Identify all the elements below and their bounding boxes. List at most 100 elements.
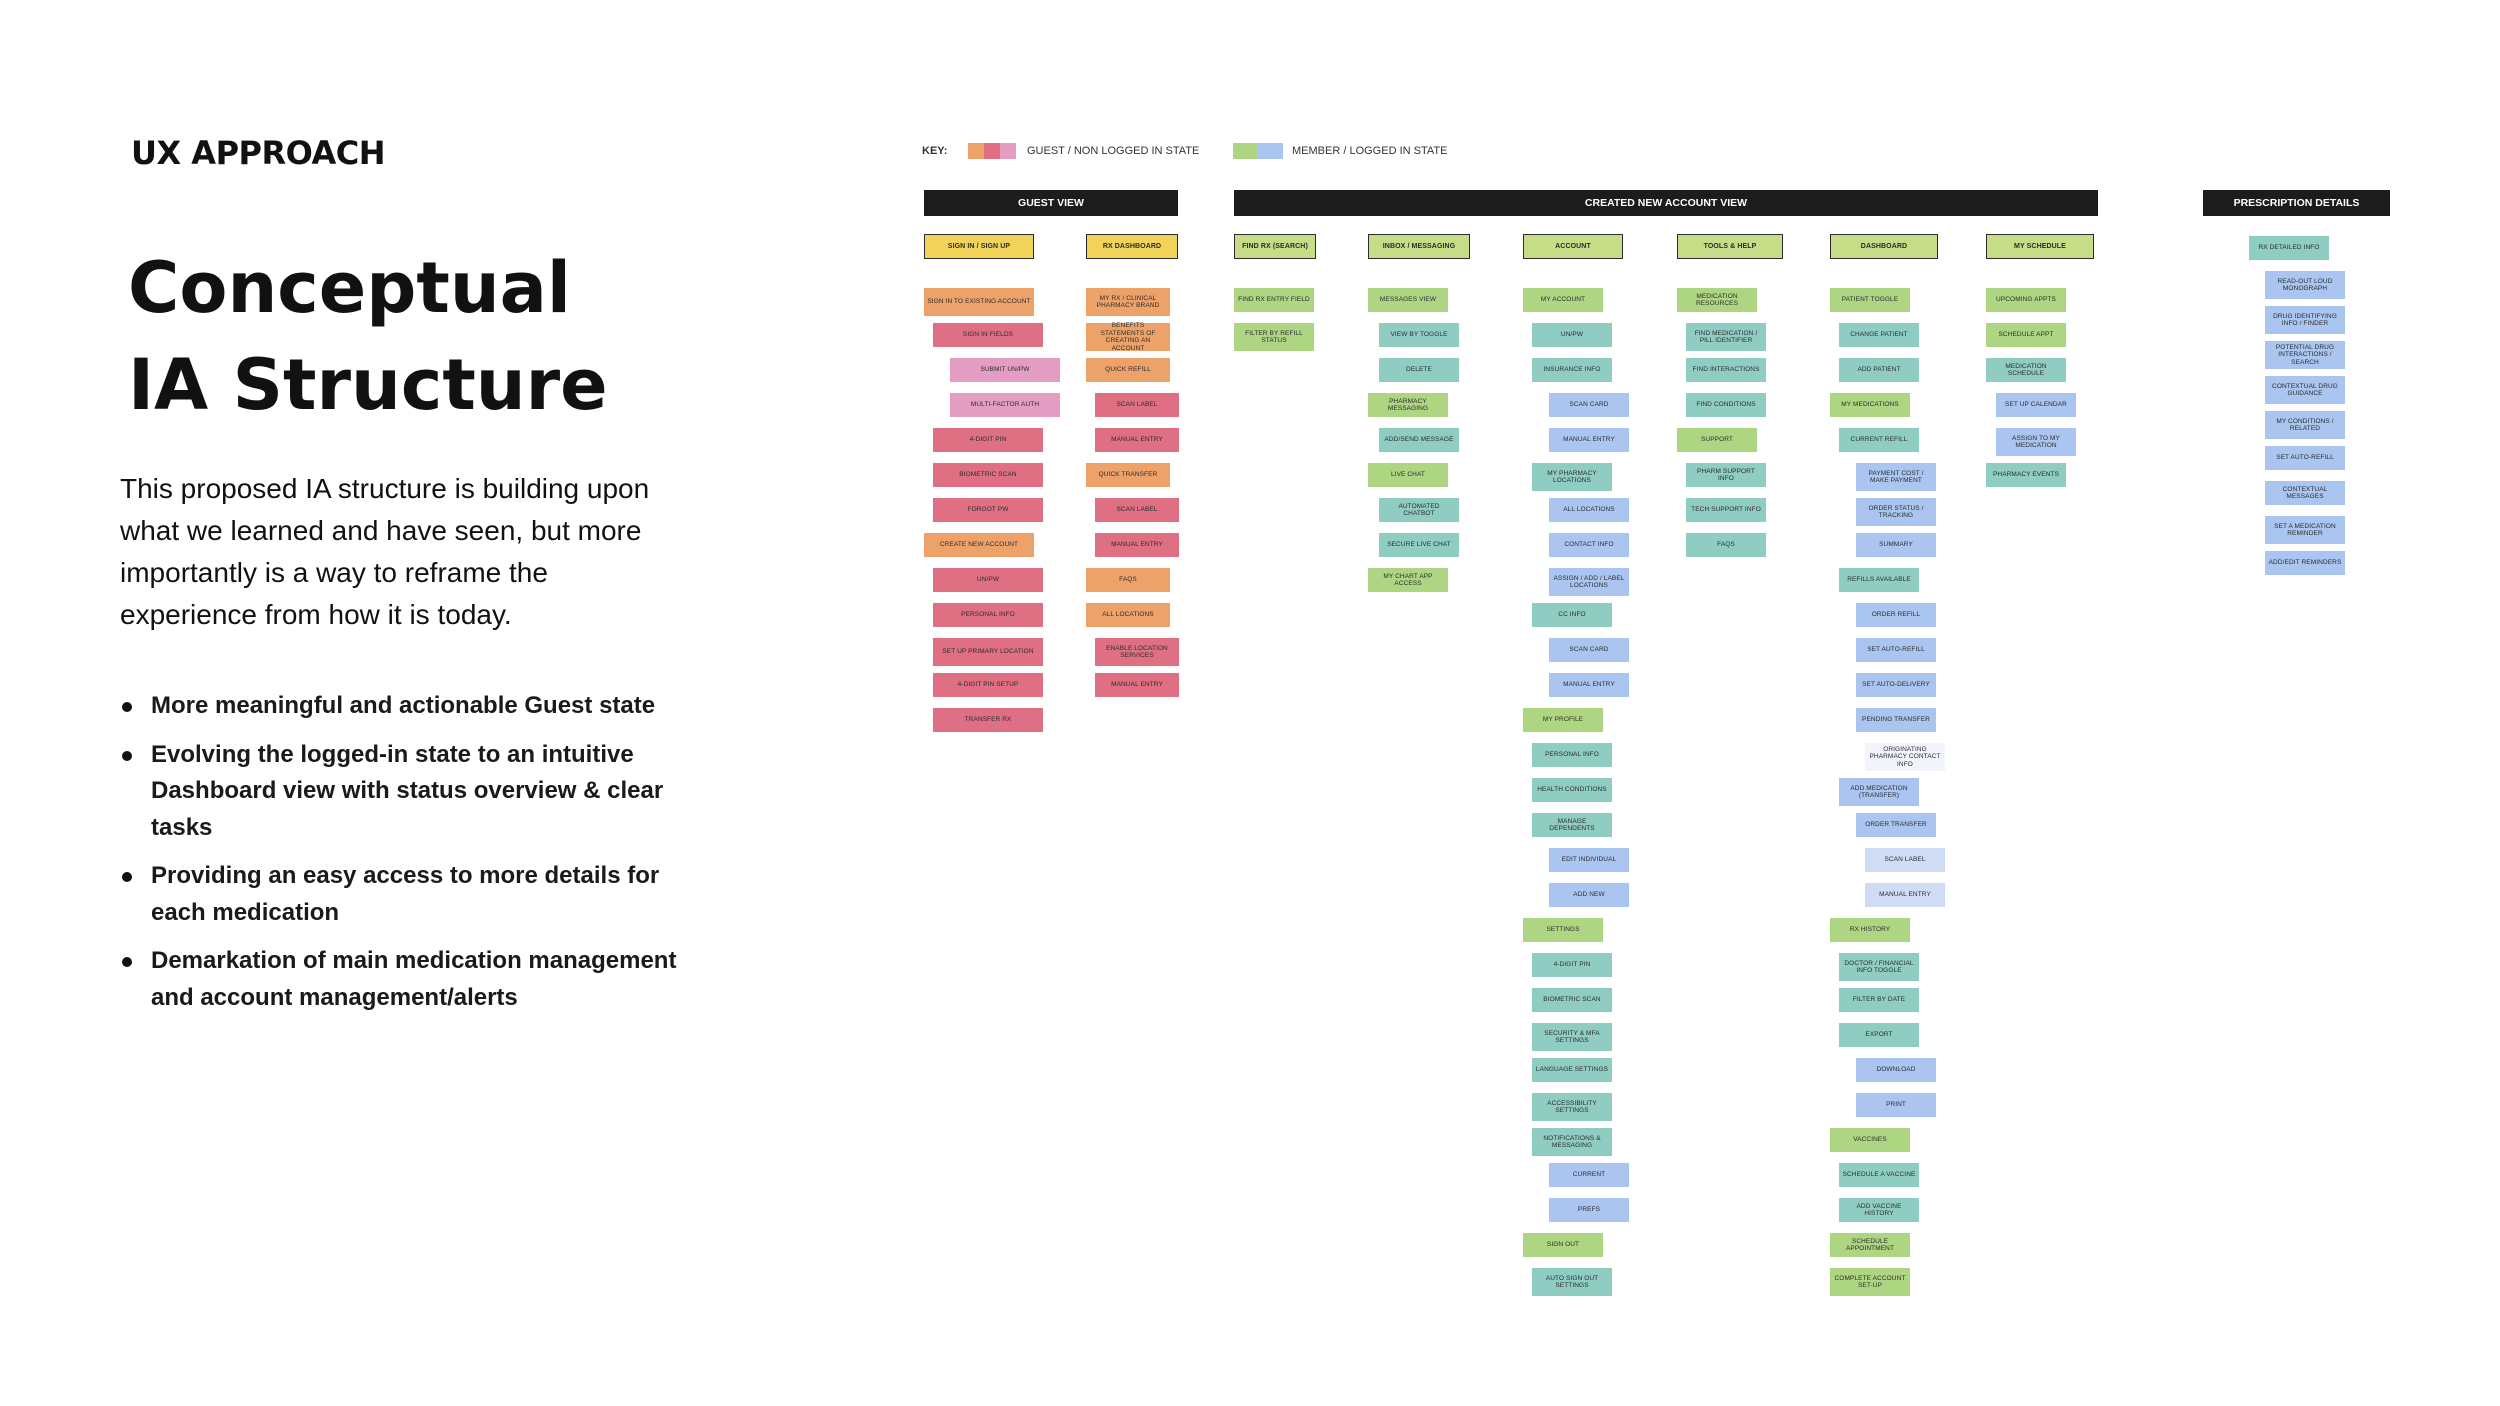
ia-node-account: ASSIGN / ADD / LABEL LOCATIONS — [1549, 568, 1629, 596]
ia-node-account: MY ACCOUNT — [1523, 288, 1603, 312]
ia-node-account: CC INFO — [1532, 603, 1612, 627]
ia-node-dashboard: ORDER TRANSFER — [1856, 813, 1936, 837]
ia-node-rxdash: MY RX / CLINICAL PHARMACY BRAND — [1086, 288, 1170, 316]
ia-node-rxdetails: ADD/EDIT REMINDERS — [2265, 551, 2345, 575]
ia-node-account: PREFS — [1549, 1198, 1629, 1222]
column-header-signin: SIGN IN / SIGN UP — [924, 234, 1034, 259]
ia-node-account: SCAN CARD — [1549, 638, 1629, 662]
ia-node-dashboard: PATIENT TOGGLE — [1830, 288, 1910, 312]
ia-node-rxdash: MANUAL ENTRY — [1095, 533, 1179, 557]
bullet-text: Demarkation of main medication managemen… — [151, 947, 677, 1011]
ia-node-rxdetails: READ-OUT LOUD MONOGRAPH — [2265, 271, 2345, 299]
bullet-text: Evolving the logged-in state to an intui… — [151, 740, 664, 841]
banner-account-view: CREATED NEW ACCOUNT VIEW — [1234, 190, 2098, 216]
ia-node-account: SCAN CARD — [1549, 393, 1629, 417]
ia-node-account: LANGUAGE SETTINGS — [1532, 1058, 1612, 1082]
ia-node-signin: 4-DIGIT PIN — [933, 428, 1043, 452]
column-header-findrx: FIND RX (SEARCH) — [1234, 234, 1316, 259]
ia-node-tools: MEDICATION RESOURCES — [1677, 288, 1757, 312]
ia-node-tools: SUPPORT — [1677, 428, 1757, 452]
ia-node-rxdash: QUICK REFILL — [1086, 358, 1170, 382]
page-title: Conceptual IA Structure — [128, 240, 608, 434]
legend-swatch-member-green — [1233, 143, 1258, 159]
bullet-item: Evolving the logged-in state to an intui… — [122, 737, 682, 847]
ia-node-account: MANUAL ENTRY — [1549, 673, 1629, 697]
ia-node-account: MANAGE DEPENDENTS — [1532, 813, 1612, 837]
ia-node-rxdash: BENEFITS STATEMENTS OF CREATING AN ACCOU… — [1086, 322, 1170, 352]
ia-node-inbox: PHARMACY MESSAGING — [1368, 393, 1448, 417]
ia-node-tools: PHARM SUPPORT INFO — [1686, 463, 1766, 487]
ia-node-inbox: LIVE CHAT — [1368, 463, 1448, 487]
column-header-dashboard: DASHBOARD — [1830, 234, 1938, 259]
ia-node-dashboard: SCAN LABEL — [1865, 848, 1945, 872]
ia-node-signin: UN/PW — [933, 568, 1043, 592]
ia-node-dashboard: ORDER STATUS / TRACKING — [1856, 498, 1936, 526]
ia-node-rxdetails: MY CONDITIONS / RELATED — [2265, 411, 2345, 439]
ia-node-rxdetails: RX DETAILED INFO — [2249, 236, 2329, 260]
legend-member-text: MEMBER / LOGGED IN STATE — [1292, 145, 1448, 157]
ia-node-dashboard: ORDER REFILL — [1856, 603, 1936, 627]
legend-key-label: KEY: — [922, 145, 948, 157]
ia-node-rxdetails: SET A MEDICATION REMINDER — [2265, 516, 2345, 544]
ia-node-schedule: SET UP CALENDAR — [1996, 393, 2076, 417]
bullet-dot — [122, 872, 132, 882]
banner-guest-view: GUEST VIEW — [924, 190, 1178, 216]
ia-node-dashboard: COMPLETE ACCOUNT SET-UP — [1830, 1268, 1910, 1296]
column-header-rxdash: RX DASHBOARD — [1086, 234, 1178, 259]
ia-node-inbox: MY CHART APP ACCESS — [1368, 568, 1448, 592]
ia-node-account: UN/PW — [1532, 323, 1612, 347]
ia-node-dashboard: PAYMENT COST / MAKE PAYMENT — [1856, 463, 1936, 491]
legend-swatch-member-blue — [1258, 143, 1283, 159]
legend-swatch-guest-orange — [968, 143, 984, 159]
bullet-item: Demarkation of main medication managemen… — [122, 943, 682, 1016]
ia-node-signin: PERSONAL INFO — [933, 603, 1043, 627]
ia-node-findrx: FILTER BY REFILL STATUS — [1234, 323, 1314, 351]
ia-node-rxdash: SCAN LABEL — [1095, 498, 1179, 522]
ia-node-signin: BIOMETRIC SCAN — [933, 463, 1043, 487]
ia-node-account: BIOMETRIC SCAN — [1532, 988, 1612, 1012]
ia-node-tools: TECH SUPPORT INFO — [1686, 498, 1766, 522]
intro-paragraph: This proposed IA structure is building u… — [120, 473, 650, 630]
bullet-list: More meaningful and actionable Guest sta… — [122, 688, 682, 1028]
ia-node-inbox: AUTOMATED CHATBOT — [1379, 498, 1459, 522]
ia-node-account: NOTIFICATIONS & MESSAGING — [1532, 1128, 1612, 1156]
ia-node-rxdetails: SET AUTO-REFILL — [2265, 446, 2345, 470]
title-line-1: Conceptual — [128, 247, 571, 329]
ia-node-rxdash: SCAN LABEL — [1095, 393, 1179, 417]
bullet-text: More meaningful and actionable Guest sta… — [151, 692, 656, 719]
legend-swatch-guest-pink — [1000, 143, 1016, 159]
column-header-tools: TOOLS & HELP — [1677, 234, 1783, 259]
ia-node-account: SIGN OUT — [1523, 1233, 1603, 1257]
ia-node-dashboard: REFILLS AVAILABLE — [1839, 568, 1919, 592]
ia-node-dashboard: PRINT — [1856, 1093, 1936, 1117]
ia-node-dashboard: FILTER BY DATE — [1839, 988, 1919, 1012]
ia-node-account: EDIT INDIVIDUAL — [1549, 848, 1629, 872]
ia-node-signin: SIGN IN FIELDS — [933, 323, 1043, 347]
ia-node-account: PERSONAL INFO — [1532, 743, 1612, 767]
ia-node-rxdetails: DRUG IDENTIFYING INFO / FINDER — [2265, 306, 2345, 334]
ia-node-tools: FIND CONDITIONS — [1686, 393, 1766, 417]
ia-node-signin: MULTI-FACTOR AUTH — [950, 393, 1060, 417]
ia-node-account: AUTO SIGN OUT SETTINGS — [1532, 1268, 1612, 1296]
column-header-schedule: MY SCHEDULE — [1986, 234, 2094, 259]
bullet-item: More meaningful and actionable Guest sta… — [122, 688, 682, 725]
ia-node-tools: FIND MEDICATION / PILL IDENTIFIER — [1686, 323, 1766, 351]
bullet-dot — [122, 957, 132, 967]
ia-node-dashboard: RX HISTORY — [1830, 918, 1910, 942]
ia-node-rxdash: FAQS — [1086, 568, 1170, 592]
ia-node-account: SETTINGS — [1523, 918, 1603, 942]
banner-prescription-details: PRESCRIPTION DETAILS — [2203, 190, 2390, 216]
ia-node-rxdash: ENABLE LOCATION SERVICES — [1095, 638, 1179, 666]
ia-node-account: CONTACT INFO — [1549, 533, 1629, 557]
ia-node-schedule: SCHEDULE APPT — [1986, 323, 2066, 347]
ia-node-inbox: VIEW BY TOGGLE — [1379, 323, 1459, 347]
ia-node-dashboard: ADD PATIENT — [1839, 358, 1919, 382]
ia-node-account: 4-DIGIT PIN — [1532, 953, 1612, 977]
ia-node-dashboard: CURRENT REFILL — [1839, 428, 1919, 452]
ia-node-account: ADD NEW — [1549, 883, 1629, 907]
ia-node-dashboard: SCHEDULE APPOINTMENT — [1830, 1233, 1910, 1257]
ia-node-dashboard: VACCINES — [1830, 1128, 1910, 1152]
ia-node-account: ACCESSIBILITY SETTINGS — [1532, 1093, 1612, 1121]
ia-node-schedule: PHARMACY EVENTS — [1986, 463, 2066, 487]
ia-node-signin: 4-DIGIT PIN SETUP — [933, 673, 1043, 697]
